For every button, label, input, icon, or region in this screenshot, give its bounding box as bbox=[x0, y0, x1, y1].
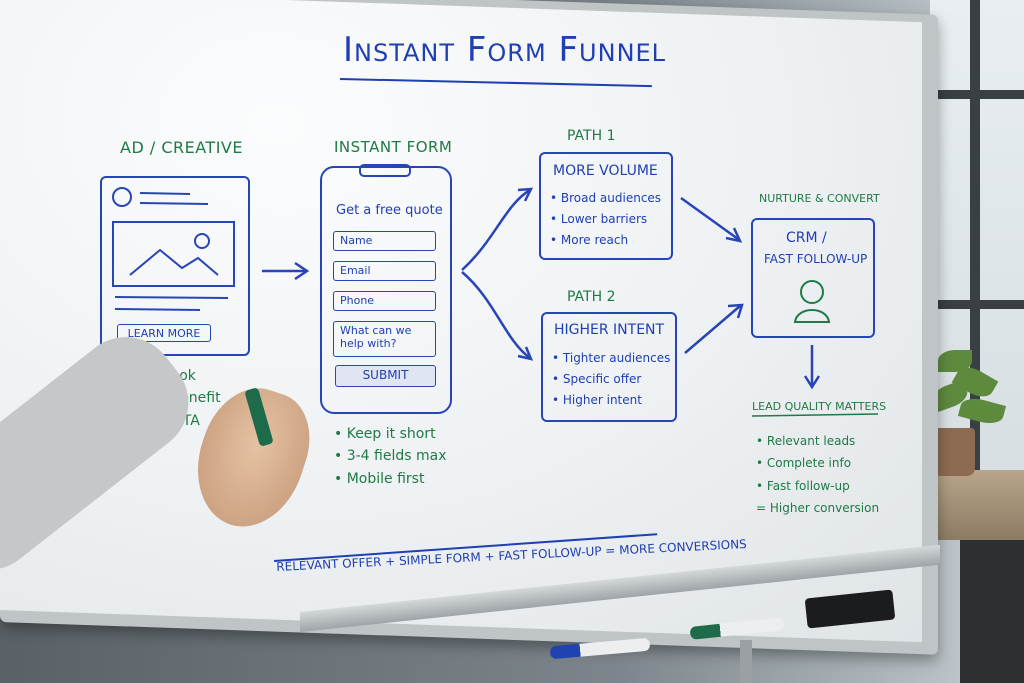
ad-heading: AD / CREATIVE bbox=[120, 138, 243, 157]
board-title: Instant Form Funnel bbox=[343, 30, 667, 70]
lead-bullet: • Fast follow-up bbox=[756, 479, 850, 493]
plant-pot bbox=[933, 428, 975, 476]
window-mullion bbox=[970, 0, 980, 470]
path2-bullet: • Specific offer bbox=[552, 372, 642, 386]
crm-box bbox=[751, 218, 875, 338]
desk bbox=[930, 470, 1024, 540]
form-heading: INSTANT FORM bbox=[334, 138, 453, 156]
path1-bullet: • Broad audiences bbox=[550, 191, 662, 205]
board-stand-leg bbox=[740, 640, 752, 683]
path2-bullet: • Tighter audiences bbox=[552, 351, 671, 365]
crm-subtitle: FAST FOLLOW-UP bbox=[764, 252, 868, 266]
phone-field-sketch: Phone bbox=[333, 291, 436, 311]
phone-mockup bbox=[320, 166, 452, 414]
path1-bullet: • More reach bbox=[550, 233, 629, 247]
submit-sketch-button: SUBMIT bbox=[335, 365, 436, 387]
name-field-sketch: Name bbox=[333, 231, 436, 251]
path2-box bbox=[541, 312, 677, 422]
email-field-sketch: Email bbox=[333, 261, 436, 281]
crm-title: CRM / bbox=[786, 230, 827, 246]
window-mullion bbox=[930, 90, 1024, 99]
nurture-label: NURTURE & CONVERT bbox=[759, 192, 880, 205]
message-field-sketch: What can we help with? bbox=[333, 321, 436, 357]
path1-label: PATH 1 bbox=[567, 128, 616, 144]
form-bullet: • Keep it short bbox=[334, 426, 436, 442]
lead-bullet: • Complete info bbox=[756, 456, 852, 470]
learn-more-sketch-button: LEARN MORE bbox=[117, 324, 211, 342]
form-prompt: Get a free quote bbox=[336, 203, 443, 218]
path1-heading: MORE VOLUME bbox=[553, 163, 658, 179]
lead-bullet: = Higher conversion bbox=[756, 501, 880, 515]
lead-bullet: • Relevant leads bbox=[756, 434, 856, 448]
path2-heading: HIGHER INTENT bbox=[554, 322, 665, 338]
lead-quality-heading: LEAD QUALITY MATTERS bbox=[752, 400, 887, 413]
form-bullet: • 3-4 fields max bbox=[334, 448, 447, 464]
path1-box bbox=[539, 152, 673, 260]
path2-bullet: • Higher intent bbox=[552, 393, 642, 407]
window-mullion bbox=[930, 300, 1024, 309]
desk-cabinet bbox=[960, 540, 1024, 683]
path2-label: PATH 2 bbox=[567, 289, 616, 305]
ad-mockup bbox=[100, 176, 250, 356]
path1-bullet: • Lower barriers bbox=[550, 212, 648, 226]
user-avatar-icon bbox=[798, 280, 828, 324]
form-bullet: • Mobile first bbox=[334, 471, 425, 487]
